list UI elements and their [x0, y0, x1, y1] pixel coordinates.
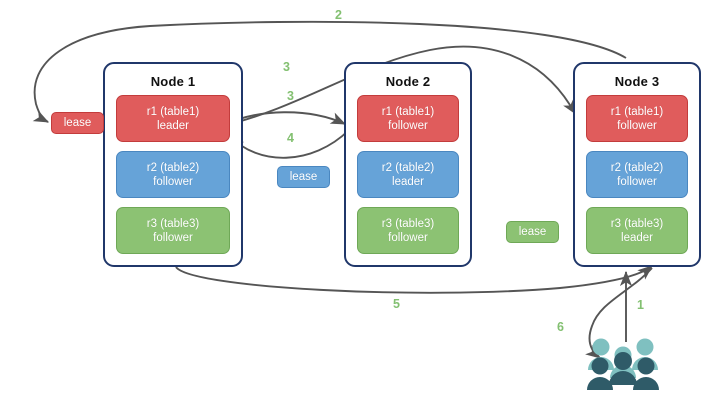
arrow-step-2: [32, 20, 627, 123]
lease-badge-r2[interactable]: lease: [277, 166, 330, 188]
replica-name: r2 (table2): [610, 161, 664, 174]
replica-list: r1 (table1) follower r2 (table2) leader …: [346, 89, 470, 264]
step-label-6: 6: [557, 320, 564, 334]
replica-role: follower: [617, 175, 657, 188]
replica-role: follower: [388, 119, 428, 132]
replica-role: leader: [392, 175, 424, 188]
replica-role: leader: [621, 231, 653, 244]
step-label-4: 4: [287, 131, 294, 145]
replica-r3[interactable]: r3 (table3) follower: [357, 207, 459, 254]
arrow-step-6: [585, 267, 653, 359]
replica-r3[interactable]: r3 (table3) leader: [586, 207, 688, 254]
replica-r1[interactable]: r1 (table1) follower: [357, 95, 459, 142]
node-box-1[interactable]: Node 1 r1 (table1) leader r2 (table2) fo…: [103, 62, 243, 267]
replica-r2[interactable]: r2 (table2) follower: [116, 151, 230, 198]
node-title: Node 2: [385, 74, 431, 89]
replica-role: leader: [157, 119, 189, 132]
replica-name: r2 (table2): [381, 161, 435, 174]
step-label-3-lower: 3: [287, 89, 294, 103]
replica-r2[interactable]: r2 (table2) follower: [586, 151, 688, 198]
replica-role: follower: [617, 119, 657, 132]
lease-badge-r3[interactable]: lease: [506, 221, 559, 243]
replica-role: follower: [153, 175, 193, 188]
step-label-1: 1: [637, 298, 644, 312]
replica-name: r1 (table1): [381, 105, 435, 118]
arrow-step-3-to-node3: [221, 45, 577, 127]
node-title: Node 1: [150, 74, 196, 89]
node-title: Node 3: [614, 74, 660, 89]
replica-r2[interactable]: r2 (table2) leader: [357, 151, 459, 198]
replica-r1[interactable]: r1 (table1) leader: [116, 95, 230, 142]
replica-name: r1 (table1): [146, 105, 200, 118]
step-label-5: 5: [393, 297, 400, 311]
replica-r1[interactable]: r1 (table1) follower: [586, 95, 688, 142]
replica-name: r3 (table3): [146, 217, 200, 230]
node-box-3[interactable]: Node 3 r1 (table1) follower r2 (table2) …: [573, 62, 701, 267]
replica-list: r1 (table1) leader r2 (table2) follower …: [105, 89, 241, 264]
replica-r3[interactable]: r3 (table3) follower: [116, 207, 230, 254]
lease-badge-r1[interactable]: lease: [51, 112, 104, 134]
replica-role: follower: [388, 231, 428, 244]
replica-list: r1 (table1) follower r2 (table2) followe…: [575, 89, 699, 264]
replica-name: r3 (table3): [381, 217, 435, 230]
replica-name: r1 (table1): [610, 105, 664, 118]
node-box-2[interactable]: Node 2 r1 (table1) follower r2 (table2) …: [344, 62, 472, 267]
replica-name: r2 (table2): [146, 161, 200, 174]
step-label-3-upper: 3: [283, 60, 290, 74]
replica-role: follower: [153, 231, 193, 244]
step-label-2: 2: [335, 8, 342, 22]
replica-name: r3 (table3): [610, 217, 664, 230]
